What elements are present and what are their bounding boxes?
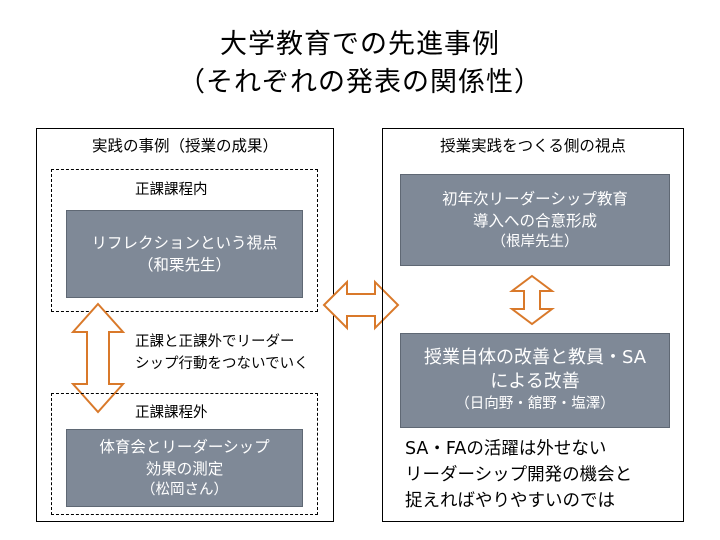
consensus-box-line1: 初年次リーダーシップ教育 [442, 189, 628, 208]
note-text: SA・FAの活躍は外せない リーダーシップ開発の機会と 捉えればやりやすいのでは [405, 436, 632, 514]
sports-club-box-line2: 効果の測定 [145, 459, 224, 478]
connector-text: 正課と正課外でリーダー シップ行動をつないでいく [135, 331, 309, 375]
inner-top-group [51, 169, 318, 312]
note-text-line2: リーダーシップ開発の機会と [405, 465, 633, 485]
vertical-double-arrow-right [509, 274, 555, 326]
slide-title-line1: 大学教育での先進事例 [220, 29, 500, 60]
sports-club-box-line1: 体育会とリーダーシップ [99, 437, 270, 456]
horizontal-double-arrow [322, 279, 400, 331]
inner-bottom-group [51, 393, 318, 515]
reflection-box-line2: （和栗先生） [137, 256, 231, 274]
reflection-box: リフレクションという視点 （和栗先生） [66, 210, 303, 298]
inner-bottom-label: 正課課程外 [135, 405, 208, 421]
consensus-box-line3: （根岸先生） [491, 233, 579, 250]
connector-text-line1: 正課と正課外でリーダー [135, 334, 295, 350]
improvement-box-line2: による改善 [490, 371, 580, 392]
improvement-box: 授業自体の改善と教員・SA による改善 （日向野・舘野・塩澤） [400, 333, 670, 428]
slide-title-line2: （それぞれの発表の関係性） [178, 67, 542, 98]
sports-club-box: 体育会とリーダーシップ 効果の測定 （松岡さん） [66, 429, 303, 507]
reflection-box-line1: リフレクションという視点 [91, 234, 278, 252]
improvement-box-line1: 授業自体の改善と教員・SA [423, 347, 647, 368]
right-panel [382, 128, 684, 522]
improvement-box-line3: （日向野・舘野・塩澤） [455, 396, 615, 412]
connector-text-line2: シップ行動をつないでいく [135, 356, 309, 372]
consensus-box: 初年次リーダーシップ教育 導入への合意形成 （根岸先生） [400, 174, 670, 266]
left-panel-heading: 実践の事例（授業の成果） [91, 137, 278, 155]
right-panel-heading: 授業実践をつくる側の視点 [440, 137, 626, 155]
sports-club-box-line3: （松岡さん） [141, 481, 228, 498]
inner-top-label: 正課課程内 [135, 182, 208, 198]
consensus-box-line2: 導入への合意形成 [472, 211, 597, 230]
left-panel [36, 128, 334, 522]
vertical-double-arrow-left [70, 302, 126, 414]
note-text-line1: SA・FAの活躍は外せない [405, 439, 607, 459]
note-text-line3: 捉えればやりやすいのでは [405, 491, 615, 511]
